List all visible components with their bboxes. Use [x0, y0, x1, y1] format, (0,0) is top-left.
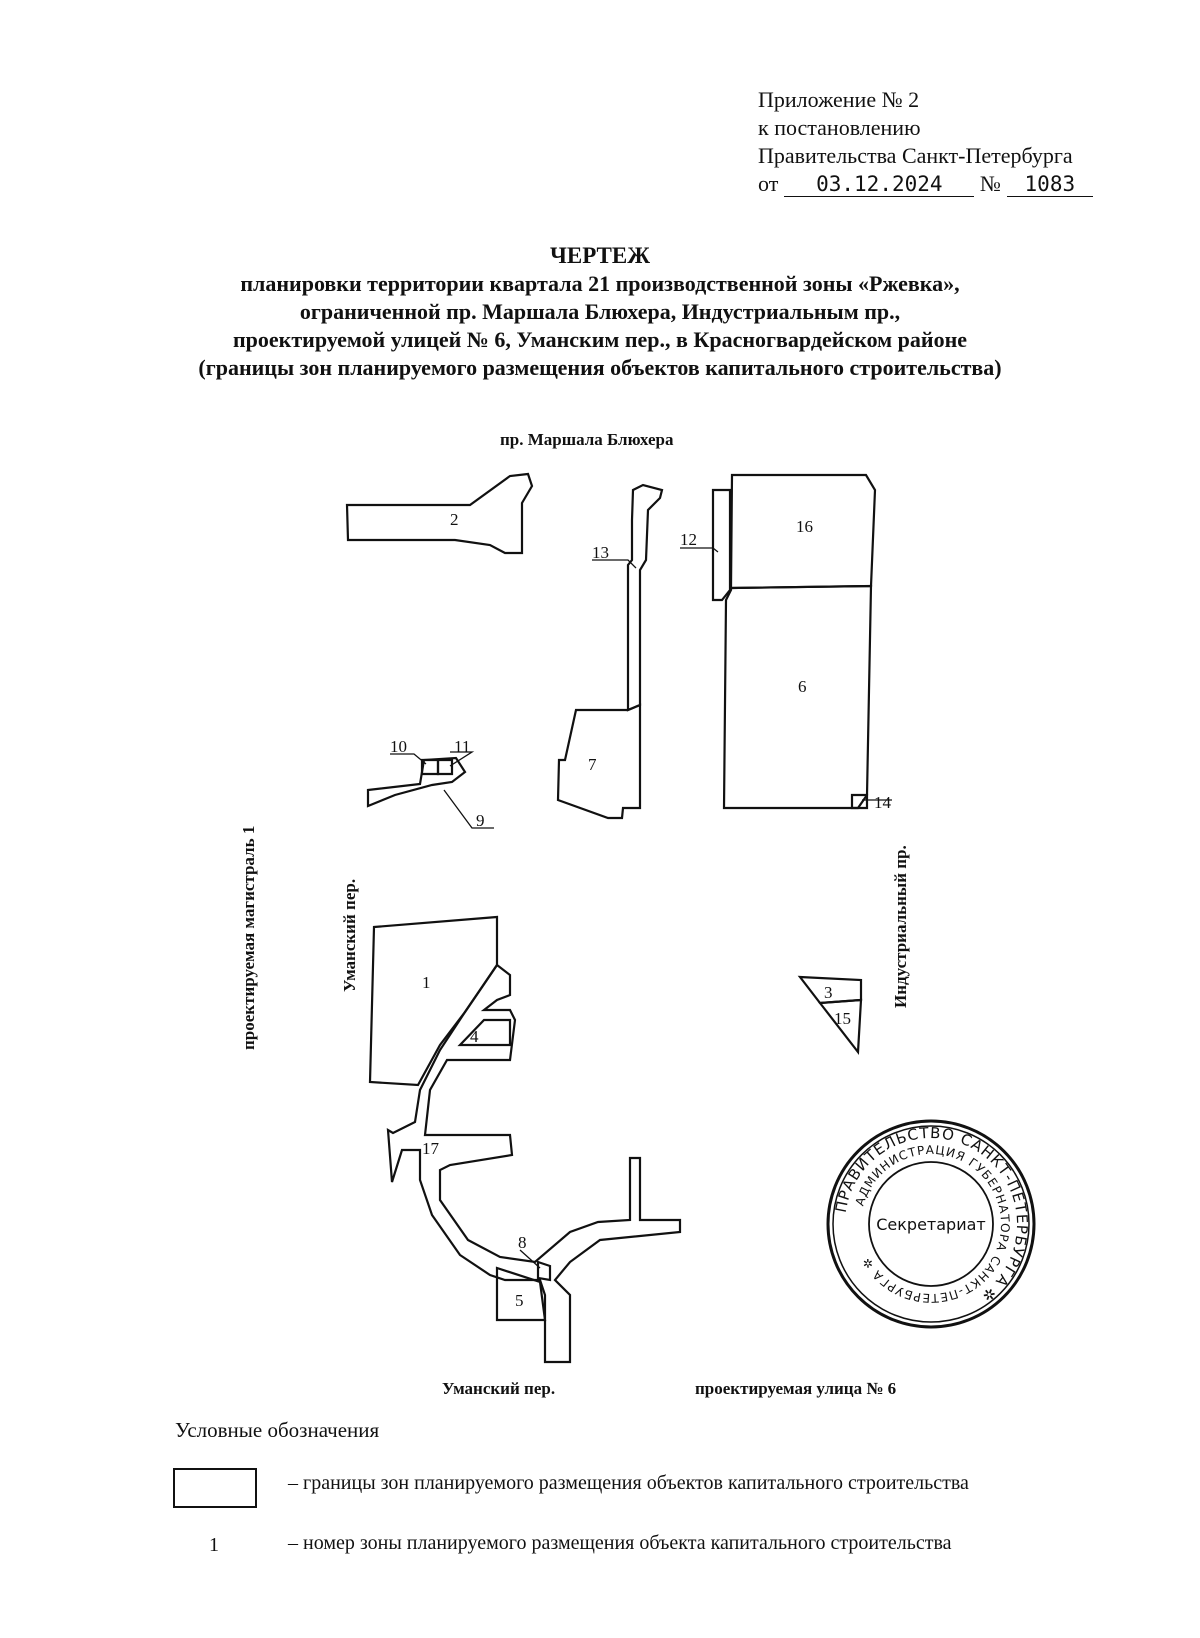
- heading-line-3: проектируемой улицей № 6, Уманским пер.,…: [232, 327, 968, 352]
- zone-6-boundary: [722, 584, 873, 810]
- zone-label-7: 7: [588, 755, 597, 774]
- zone-5-boundary: [495, 1266, 547, 1322]
- seal-outer-ring: [826, 1119, 1036, 1329]
- annex-date: 03.12.2024: [784, 172, 975, 197]
- zone-label-14: 14: [874, 793, 892, 812]
- zone-label-13: 13: [592, 543, 609, 562]
- street-far-left: проектируемая магистраль 1: [239, 826, 258, 1050]
- annex-number-label: №: [979, 171, 1001, 196]
- zone-17-boundary: [386, 963, 682, 1364]
- zone-label-6: 6: [798, 677, 807, 696]
- zone-14-boundary: [850, 793, 869, 810]
- official-seal: ПРАВИТЕЛЬСТВО САНКТ-ПЕТЕРБУРГА ✲ АДМИНИС…: [826, 1119, 1036, 1329]
- annex-block: Приложение № 2 к постановлению Правитель…: [758, 86, 1178, 198]
- leader-10: [390, 753, 427, 765]
- zone-label-9: 9: [476, 811, 485, 830]
- legend-number-desc: – номер зоны планируемого размещения объ…: [288, 1532, 952, 1554]
- legend-title: Условные обозначения: [175, 1418, 380, 1442]
- zone-12-boundary: [711, 488, 732, 602]
- heading-title: ЧЕРТЕЖ: [550, 243, 650, 268]
- seal-outer-ring-inner: [832, 1125, 1030, 1323]
- annex-line-1: Приложение № 2: [758, 87, 920, 112]
- leader-8: [519, 1249, 541, 1269]
- zone-label-2: 2: [450, 510, 459, 529]
- annex-from-label: от: [758, 171, 779, 196]
- leader-13: [592, 559, 637, 569]
- leader-12: [680, 547, 719, 553]
- zone-15-boundary: [817, 998, 863, 1055]
- annex-line-3: Правительства Санкт-Петербурга: [758, 143, 1073, 168]
- zone-label-11: 11: [454, 737, 470, 756]
- zone-7-boundary: [556, 703, 642, 820]
- heading-line-4: (границы зон планируемого размещения объ…: [198, 355, 1002, 380]
- zone-label-8: 8: [518, 1233, 527, 1252]
- legend-number-sample: 1: [209, 1534, 219, 1556]
- heading-line-2: ограниченной пр. Маршала Блюхера, Индуст…: [299, 299, 901, 324]
- zone-9-boundary: [366, 756, 467, 808]
- street-bottom-right: проектируемая улица № 6: [695, 1379, 896, 1398]
- zone-label-10: 10: [390, 737, 407, 756]
- leader-9: [443, 789, 494, 829]
- annex-number: 1083: [1006, 172, 1093, 197]
- zone-label-12: 12: [680, 530, 697, 549]
- street-left: Уманский пер.: [340, 879, 359, 992]
- legend-boundary-swatch: [173, 1468, 257, 1508]
- document-heading: ЧЕРТЕЖ планировки территории квартала 21…: [150, 242, 1050, 382]
- legend-boundary-desc: – границы зон планируемого размещения об…: [288, 1472, 969, 1494]
- zone-label-15: 15: [834, 1009, 851, 1028]
- zone-4-boundary: [457, 1018, 512, 1047]
- zone-8-boundary: [536, 1260, 552, 1282]
- zone-label-4: 4: [470, 1027, 479, 1046]
- zone-11-boundary: [436, 758, 454, 776]
- leader-11: [449, 751, 475, 767]
- annex-line-2: к постановлению: [758, 115, 921, 140]
- zone-label-16: 16: [796, 517, 813, 536]
- street-bottom-left: Уманский пер.: [442, 1379, 555, 1398]
- street-right: Индустриальный пр.: [891, 845, 910, 1008]
- zone-label-1: 1: [422, 973, 431, 992]
- zone-label-17: 17: [422, 1139, 440, 1158]
- zone-16-boundary: [729, 473, 877, 590]
- heading-line-1: планировки территории квартала 21 произв…: [240, 271, 960, 296]
- zone-2-boundary: [345, 472, 534, 555]
- seal-center-text: Секретариат: [876, 1215, 985, 1234]
- street-top: пр. Маршала Блюхера: [500, 430, 674, 449]
- zone-13-boundary: [626, 483, 664, 712]
- zone-label-3: 3: [824, 983, 833, 1002]
- seal-inner-ring: [868, 1161, 994, 1287]
- zone-label-5: 5: [515, 1291, 524, 1310]
